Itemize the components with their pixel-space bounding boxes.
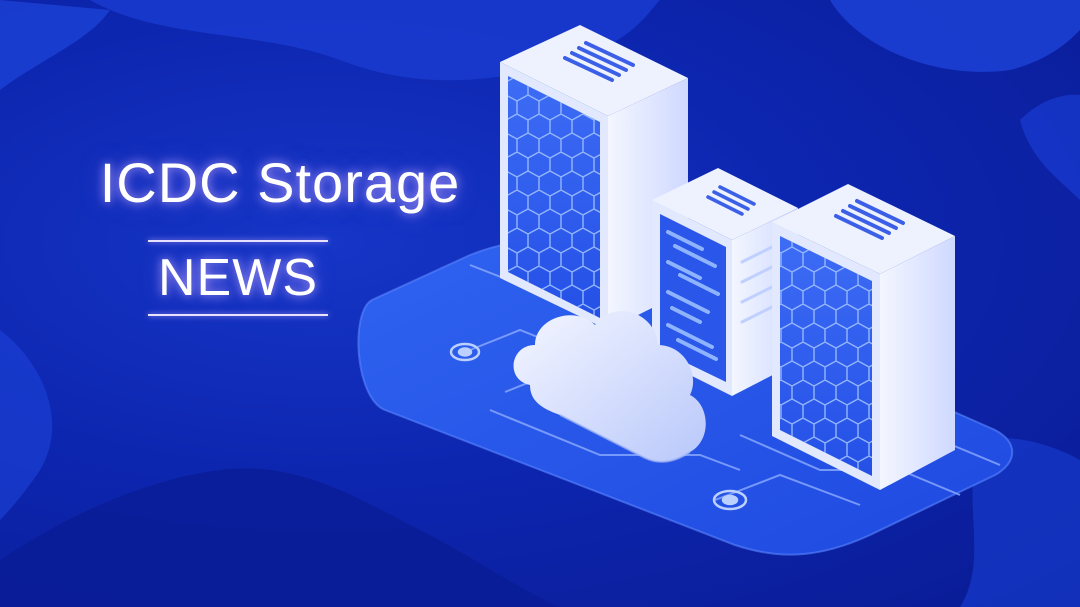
news-bottom-rule xyxy=(148,314,328,316)
banner-title: ICDC Storage xyxy=(99,151,461,214)
news-top-rule xyxy=(148,240,328,242)
server-tall-left xyxy=(500,25,688,330)
banner-subtitle: NEWS xyxy=(158,249,318,307)
circuit-nodes xyxy=(449,342,748,511)
news-block: NEWS xyxy=(148,238,328,318)
server-tall-right xyxy=(772,184,955,490)
cloud-icon xyxy=(513,311,706,463)
